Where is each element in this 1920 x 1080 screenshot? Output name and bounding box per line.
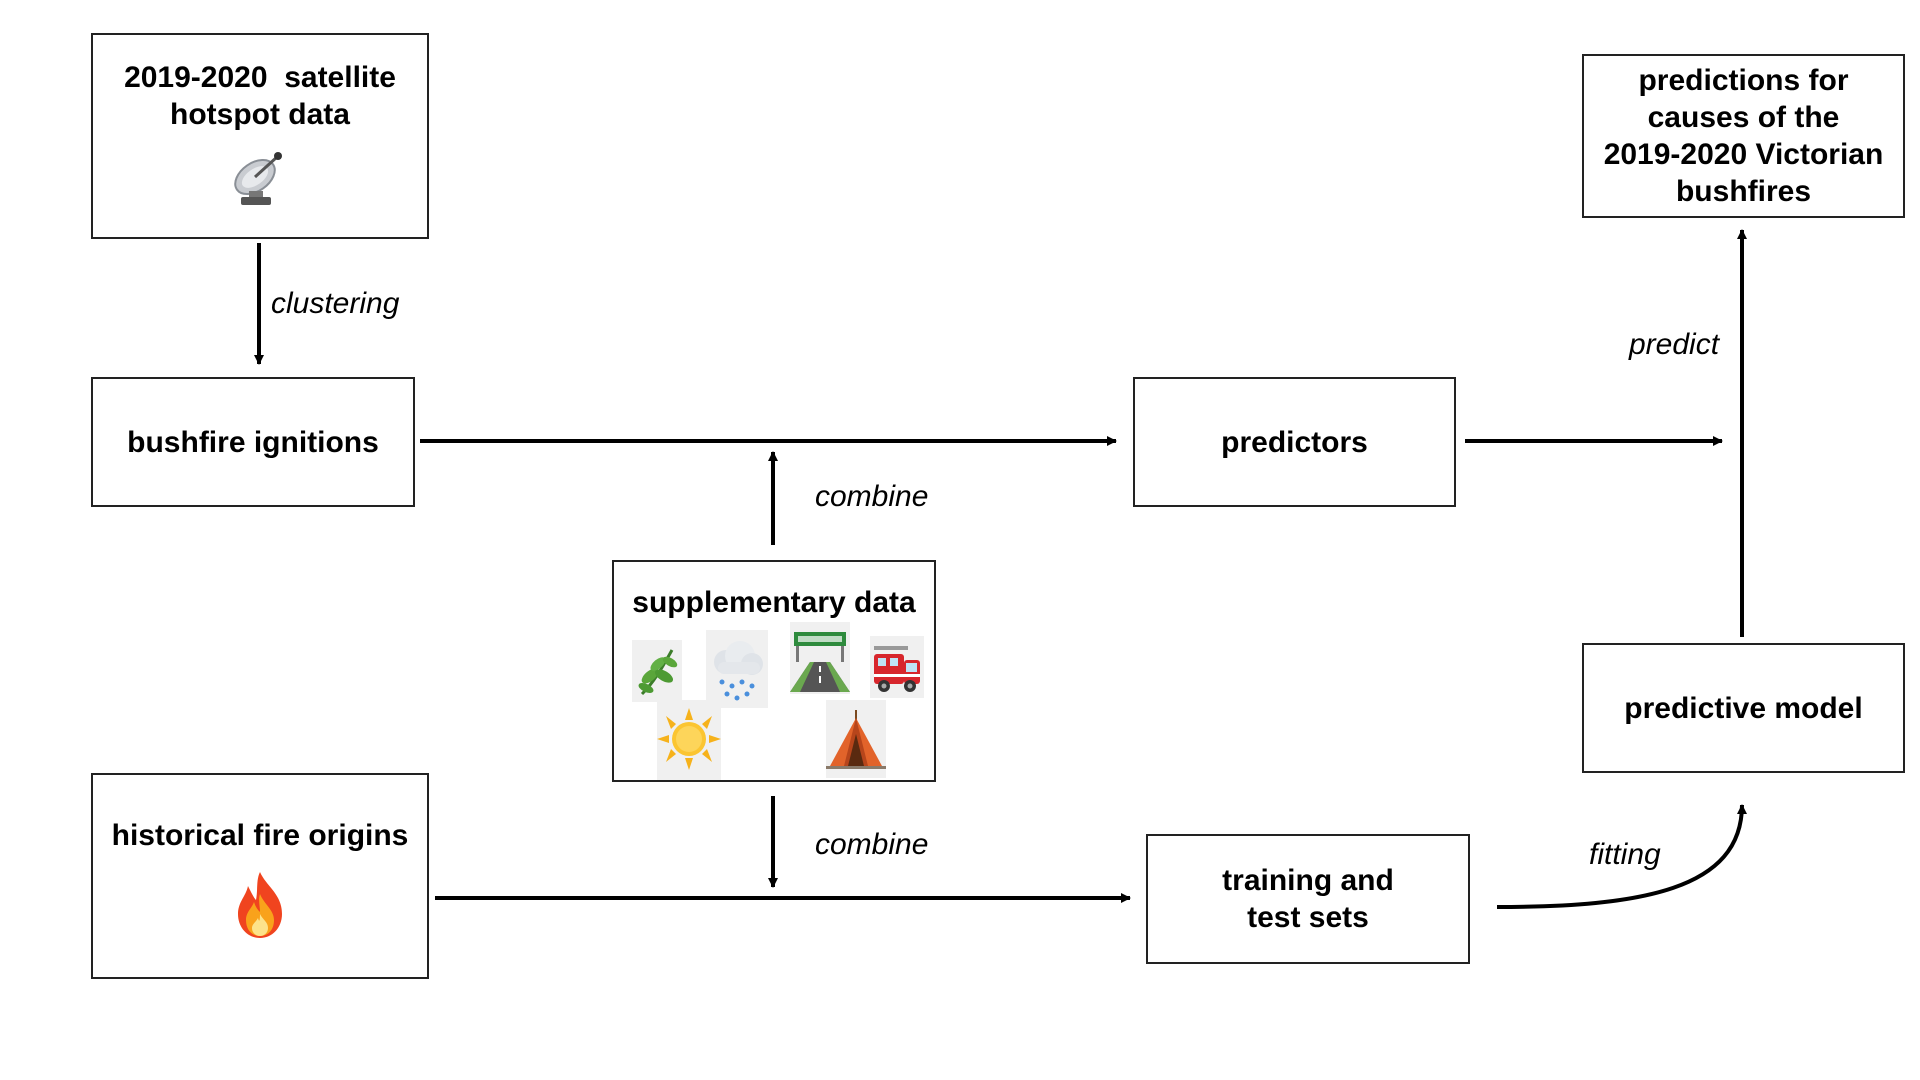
combine-bottom-label: combine xyxy=(815,828,929,861)
predictive-model-label: predictive model xyxy=(1624,691,1863,725)
supplementary-data-label: supplementary data xyxy=(632,586,916,619)
predictions-line-1: predictions for xyxy=(1638,64,1849,97)
historical-fire-origins-label: historical fire origins xyxy=(111,819,409,852)
sun-icon xyxy=(657,708,721,770)
predictions-line-4: bushfires xyxy=(1675,175,1812,208)
bushfire-ignitions-box: bushfire ignitions xyxy=(91,377,415,507)
rain-cloud-icon xyxy=(714,641,763,701)
predictive-model-box: predictive model xyxy=(1582,643,1905,773)
predictions-line-2: causes of the xyxy=(1647,101,1840,134)
combine-top-label: combine xyxy=(815,480,929,513)
fitting-label: fitting xyxy=(1589,838,1661,871)
training-line-2: test sets xyxy=(1247,901,1369,934)
satellite-box-line-2: hotspot data xyxy=(170,98,350,131)
bushfire-ignitions-label: bushfire ignitions xyxy=(127,425,379,459)
predictions-line-3: 2019-2020 Victorian xyxy=(1603,138,1884,171)
motorway-icon xyxy=(790,632,850,692)
arrow-fitting xyxy=(1496,804,1747,909)
fire-engine-icon xyxy=(874,646,920,692)
fire-icon xyxy=(238,872,282,938)
clustering-label: clustering xyxy=(271,287,400,320)
training-test-sets-box: training and test sets xyxy=(1146,834,1470,964)
historical-fire-origins-box: historical fire origins xyxy=(91,773,429,979)
satellite-hotspot-data-box: 2019-2020 satellite hotspot data xyxy=(91,33,429,239)
predict-label: predict xyxy=(1629,328,1720,361)
predictors-label: predictors xyxy=(1221,425,1368,459)
satellite-dish-icon xyxy=(234,152,282,205)
herb-icon xyxy=(638,649,678,696)
satellite-box-line-1: 2019-2020 satellite xyxy=(124,61,396,94)
tent-icon xyxy=(826,710,886,769)
predictors-box: predictors xyxy=(1133,377,1456,507)
training-line-1: training and xyxy=(1222,864,1394,897)
predictions-box: predictions for causes of the 2019-2020 … xyxy=(1582,54,1905,218)
